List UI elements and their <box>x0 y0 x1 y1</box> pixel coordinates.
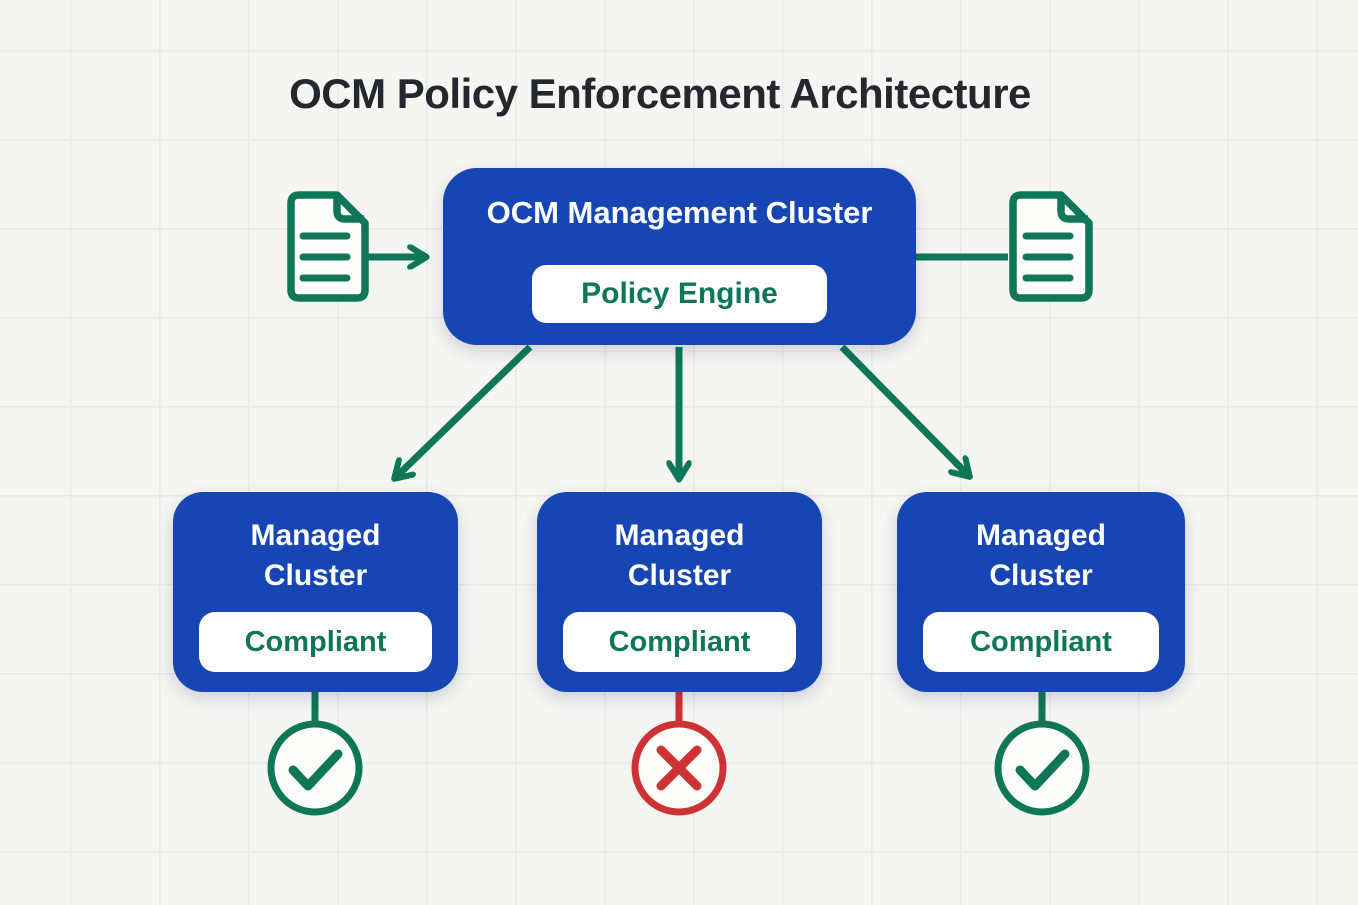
x-circle-icon <box>631 720 727 816</box>
diagram-title: OCM Policy Enforcement Architecture <box>289 70 1031 117</box>
managed-cluster-label: Managed Cluster <box>975 519 1107 592</box>
managed-cluster-node-middle: Managed Cluster Compliant <box>537 492 822 692</box>
compliance-status-badge: Compliant <box>563 612 796 672</box>
arrow-mgmt-to-cluster-right <box>839 344 968 475</box>
compliance-status-badge: Compliant <box>923 612 1159 672</box>
ocm-management-cluster-node: OCM Management Cluster Policy Engine <box>443 168 916 345</box>
managed-cluster-node-left: Managed Cluster Compliant <box>173 492 458 692</box>
check-circle-icon <box>267 720 363 816</box>
managed-cluster-label: Managed Cluster <box>250 519 381 592</box>
compliance-status-badge: Compliant <box>199 612 432 672</box>
compliance-status-label: Compliant <box>244 625 387 658</box>
policy-engine-label: Policy Engine <box>581 277 778 310</box>
policy-document-icon-right <box>1009 191 1093 302</box>
arrow-mgmt-to-cluster-left <box>396 344 533 477</box>
management-cluster-label: OCM Management Cluster <box>486 195 873 230</box>
compliance-status-label: Compliant <box>970 625 1112 658</box>
compliance-status-label: Compliant <box>608 625 751 658</box>
check-circle-icon <box>994 720 1090 816</box>
policy-engine-badge: Policy Engine <box>532 265 827 323</box>
policy-document-icon-left <box>287 191 369 302</box>
managed-cluster-node-right: Managed Cluster Compliant <box>897 492 1185 692</box>
managed-cluster-label: Managed Cluster <box>614 519 745 592</box>
